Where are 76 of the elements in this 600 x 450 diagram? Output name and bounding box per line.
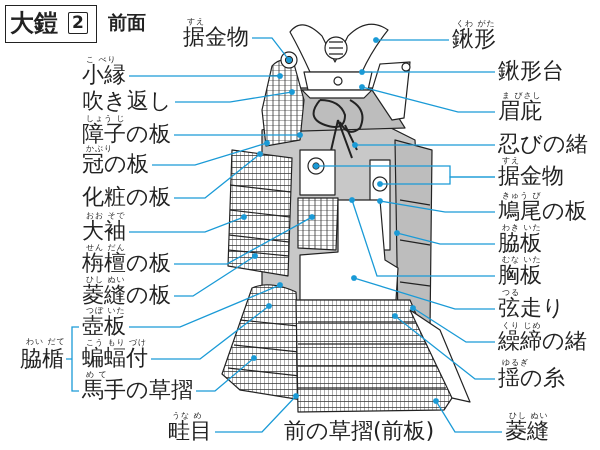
part-label: 眉庇 xyxy=(498,100,542,124)
furigana: こう もり づけ xyxy=(86,338,148,347)
part-label: 据金物 xyxy=(183,26,249,50)
part-label: 前の草摺(前板) xyxy=(284,420,434,444)
leader-line xyxy=(392,313,495,380)
part-label: 脇楯 xyxy=(20,348,64,372)
part-label: 小縁 xyxy=(82,64,126,88)
view-label: 前面 xyxy=(108,12,146,34)
leader-line xyxy=(394,230,495,245)
furigana: おお そで xyxy=(86,211,126,220)
furigana: うな め xyxy=(171,411,204,420)
part-label: 栴檀の板 xyxy=(82,252,171,276)
leader-line xyxy=(152,140,270,166)
leader-line xyxy=(433,398,502,433)
part-label: 蝙蝠付 xyxy=(82,347,148,371)
furigana: きゅう び xyxy=(501,191,543,200)
furigana: くわ がた xyxy=(455,19,496,28)
leader-line xyxy=(349,197,495,277)
leader-line xyxy=(410,305,495,343)
furigana: ひし ぬい xyxy=(509,411,549,420)
part-label: 揺の糸 xyxy=(498,367,565,391)
furigana: め て xyxy=(85,370,108,379)
leader-line xyxy=(174,151,263,199)
part-label: 忍びの緒 xyxy=(498,133,588,157)
part-label: 鍬形台 xyxy=(498,60,564,84)
furigana: すえ xyxy=(501,156,521,165)
leader-line xyxy=(359,84,495,113)
furigana: せん だん xyxy=(85,243,127,252)
leader-line xyxy=(377,176,495,187)
leader-line xyxy=(129,214,247,233)
part-label: 畦目 xyxy=(168,420,212,444)
part-label: 壺板 xyxy=(82,315,126,339)
part-label: 鳩尾の板 xyxy=(498,200,587,224)
part-label: 弦走り xyxy=(498,297,565,321)
leader-line xyxy=(373,37,449,43)
leader-line xyxy=(174,132,303,138)
part-label: 吹き返し xyxy=(82,90,172,114)
title: 大鎧 xyxy=(10,9,58,37)
furigana: しょう じ xyxy=(86,114,127,123)
part-label: 据金物 xyxy=(498,165,564,189)
furigana: こ べり xyxy=(86,55,118,64)
leader-line xyxy=(151,303,272,360)
leader-line xyxy=(174,214,315,265)
furigana: わい だて xyxy=(26,337,66,346)
leader-line xyxy=(252,37,292,63)
part-label: 菱縫の板 xyxy=(82,284,171,308)
part-label: 大袖 xyxy=(82,220,126,244)
part-label: 菱縫 xyxy=(505,420,549,444)
part-label: 化粧の板 xyxy=(82,186,171,210)
part-label: 鍬形 xyxy=(452,28,496,52)
furigana: かぶり xyxy=(85,144,114,153)
leader-line xyxy=(351,275,495,310)
part-label: 脇板 xyxy=(498,232,542,256)
leader-line xyxy=(196,355,257,392)
furigana: ま びさし xyxy=(501,91,542,100)
furigana: ゆるぎ xyxy=(501,358,530,367)
leader-line xyxy=(215,393,299,433)
furigana: くり じめ xyxy=(501,321,543,330)
furigana: すえ xyxy=(186,17,206,26)
leader-line xyxy=(129,73,283,79)
furigana: つる xyxy=(502,288,521,297)
part-label: 胸板 xyxy=(498,264,542,288)
furigana: わき いた xyxy=(501,223,542,232)
part-label: 繰締の緒 xyxy=(498,330,587,354)
furigana: つぼ いた xyxy=(85,306,126,315)
leader-line xyxy=(359,69,495,75)
leader-line xyxy=(129,282,283,328)
leader-line xyxy=(377,198,495,213)
leader-line xyxy=(175,89,295,103)
leader-line xyxy=(174,253,258,297)
leader-line xyxy=(352,142,495,148)
furigana: ひし ぬい xyxy=(86,275,127,284)
part-label: 馬手の草摺 xyxy=(82,379,193,403)
furigana: むな いた xyxy=(501,255,542,264)
number-badge: 2 xyxy=(68,12,88,34)
part-label: 冠の板 xyxy=(82,153,149,177)
